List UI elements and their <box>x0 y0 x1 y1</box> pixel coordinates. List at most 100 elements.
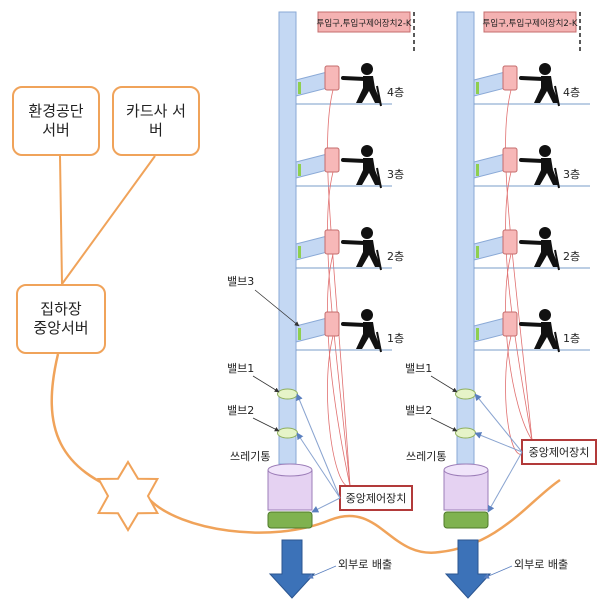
building-1-floor-1-person-arm <box>341 76 367 81</box>
building-1-floor-2-label: 3층 <box>387 168 404 181</box>
building-2-valve1 <box>455 388 476 400</box>
building-2-floor-2-label: 3층 <box>563 168 580 181</box>
env-agency-server-line2: 서버 <box>42 121 70 139</box>
network-hub-star <box>96 460 160 532</box>
building-2-floor-4-inlet-valve <box>476 328 479 340</box>
env-agency-server-box: 환경공단 서버 <box>12 86 100 156</box>
building-1-floor-3-person-head <box>361 227 373 239</box>
link-card-to-central <box>61 155 156 285</box>
building-2-bin-base <box>443 511 489 529</box>
building-2-discharge-arrow <box>444 539 492 599</box>
building-1-floor-2-signal-line <box>327 171 351 487</box>
building-2-floor-3-person-head <box>539 227 551 239</box>
building-2-bin-label: 쓰레기통 <box>406 450 446 463</box>
building-2-floor-2-person-cane <box>554 167 560 189</box>
building-2-floor-1-person-body <box>534 76 559 103</box>
building-2-control-arrow-3 <box>487 451 523 513</box>
building-2-control-arrow-1 <box>474 393 523 453</box>
building-1-floor-2-person-body <box>356 158 381 185</box>
building-2-control-arrow-2 <box>474 432 523 453</box>
building-1-valve1-label: 밸브1 <box>227 362 254 375</box>
building-2-floor-1-person-arm <box>519 76 545 81</box>
building-2-bin-top <box>443 463 489 477</box>
building-1-floor-4-person-body <box>356 322 381 349</box>
building-1-floor-3-person-body <box>356 240 381 267</box>
building-1-discharge-label: 외부로 배출 <box>338 558 392 571</box>
building-2-valve2 <box>455 427 476 439</box>
building-2-floor-3-label: 2층 <box>563 250 580 263</box>
building-1-floor-4-person-head <box>361 309 373 321</box>
building-1-floor-4-person-arm <box>341 322 367 327</box>
card-company-server-line2: 버 <box>149 121 163 139</box>
building-1-floor-2-inlet-valve <box>298 164 301 176</box>
building-2-floor-3-signal-line <box>505 253 533 441</box>
building-2-floor-4-hopper <box>502 311 518 337</box>
building-2-floor-1-person-head <box>539 63 551 75</box>
building-2-floor-1-inlet-valve <box>476 82 479 94</box>
building-1-discharge-pointer <box>307 565 337 579</box>
building-1-bin-top <box>267 463 313 477</box>
building-2-floor-1-person-cane <box>554 85 560 107</box>
building-2-discharge-pointer <box>483 565 513 579</box>
building-1-floor-4-person-cane <box>376 331 382 353</box>
building-2-floor-2-person-head <box>539 145 551 157</box>
building-1-floor-3-person-arm <box>341 240 367 245</box>
building-1-valve3-label: 밸브3 <box>227 275 254 288</box>
building-1-top-label-box <box>317 11 411 33</box>
building-1-valve2-label: 밸브2 <box>227 404 254 417</box>
building-1-floor-3-label: 2층 <box>387 250 404 263</box>
building-2-bin-body <box>443 469 489 511</box>
building-2-floor-3-person-arm <box>519 240 545 245</box>
building-2-floor-2-signal-line <box>505 171 533 441</box>
card-company-server-line1: 카드사 서 <box>126 101 186 120</box>
card-company-server-box: 카드사 서 버 <box>112 86 200 156</box>
central-server-line2: 중앙서버 <box>33 319 89 337</box>
building-1-discharge-arrow <box>268 539 316 599</box>
building-1-control-arrow-2 <box>296 432 341 499</box>
building-2-floor-4-person-head <box>539 309 551 321</box>
building-1-bin-label: 쓰레기통 <box>230 450 270 463</box>
building-1-floor-1-signal-line <box>327 89 351 487</box>
central-server-line1: 집하장 <box>40 299 82 318</box>
building-1-controller-label: 중앙제어장치 <box>346 492 407 505</box>
building-2-floor-1-label: 4층 <box>563 86 580 99</box>
building-2-floor-4-label: 1층 <box>563 332 580 345</box>
link-hub-to-controllers <box>149 478 561 554</box>
building-1-floor-1-person-body <box>356 76 381 103</box>
building-2-floor-2-person-body <box>534 158 559 185</box>
link-env-to-central <box>59 155 63 285</box>
building-1-valve1-pointer <box>252 375 280 393</box>
building-1-floor-4-hopper <box>324 311 340 337</box>
building-2-floor-3-person-cane <box>554 249 560 271</box>
building-1-floor-4-label: 1층 <box>387 332 404 345</box>
env-agency-server-line1: 환경공단 <box>28 101 84 120</box>
building-2-floor-3-person-body <box>534 240 559 267</box>
building-2-floor-3-hopper <box>502 229 518 255</box>
building-2-floor-2-person-arm <box>519 158 545 163</box>
building-1-valve1 <box>277 388 298 400</box>
building-1-control-arrow-1 <box>296 393 341 499</box>
building-2-floor-1-hopper <box>502 65 518 91</box>
building-1-floor-1-person-cane <box>376 85 382 107</box>
link-central-to-hub <box>50 353 129 496</box>
building-2-top-label: 투입구,투입구제어장치2-K <box>483 18 578 29</box>
building-1-valve2 <box>277 427 298 439</box>
building-1-valve3-pointer <box>254 289 300 327</box>
building-1-floor-2-person-arm <box>341 158 367 163</box>
building-2-floor-3-inlet-valve <box>476 246 479 258</box>
building-1-bin-base <box>267 511 313 529</box>
building-1-floor-2-hopper <box>324 147 340 173</box>
building-1-bin-body <box>267 469 313 511</box>
building-2-discharge-label: 외부로 배출 <box>514 558 568 571</box>
building-2-top-label-box <box>483 11 577 33</box>
building-1-floor-1-hopper <box>324 65 340 91</box>
building-1-top-label: 투입구,투입구제어장치2-K <box>317 18 412 29</box>
building-1-floor-2-person-head <box>361 145 373 157</box>
building-2-floor-1-signal-line <box>505 89 533 441</box>
building-1-control-arrow-3 <box>311 497 341 513</box>
building-2-floor-4-person-cane <box>554 331 560 353</box>
building-1-floor-3-inlet-valve <box>298 246 301 258</box>
central-server-box: 집하장 중앙서버 <box>16 284 106 354</box>
